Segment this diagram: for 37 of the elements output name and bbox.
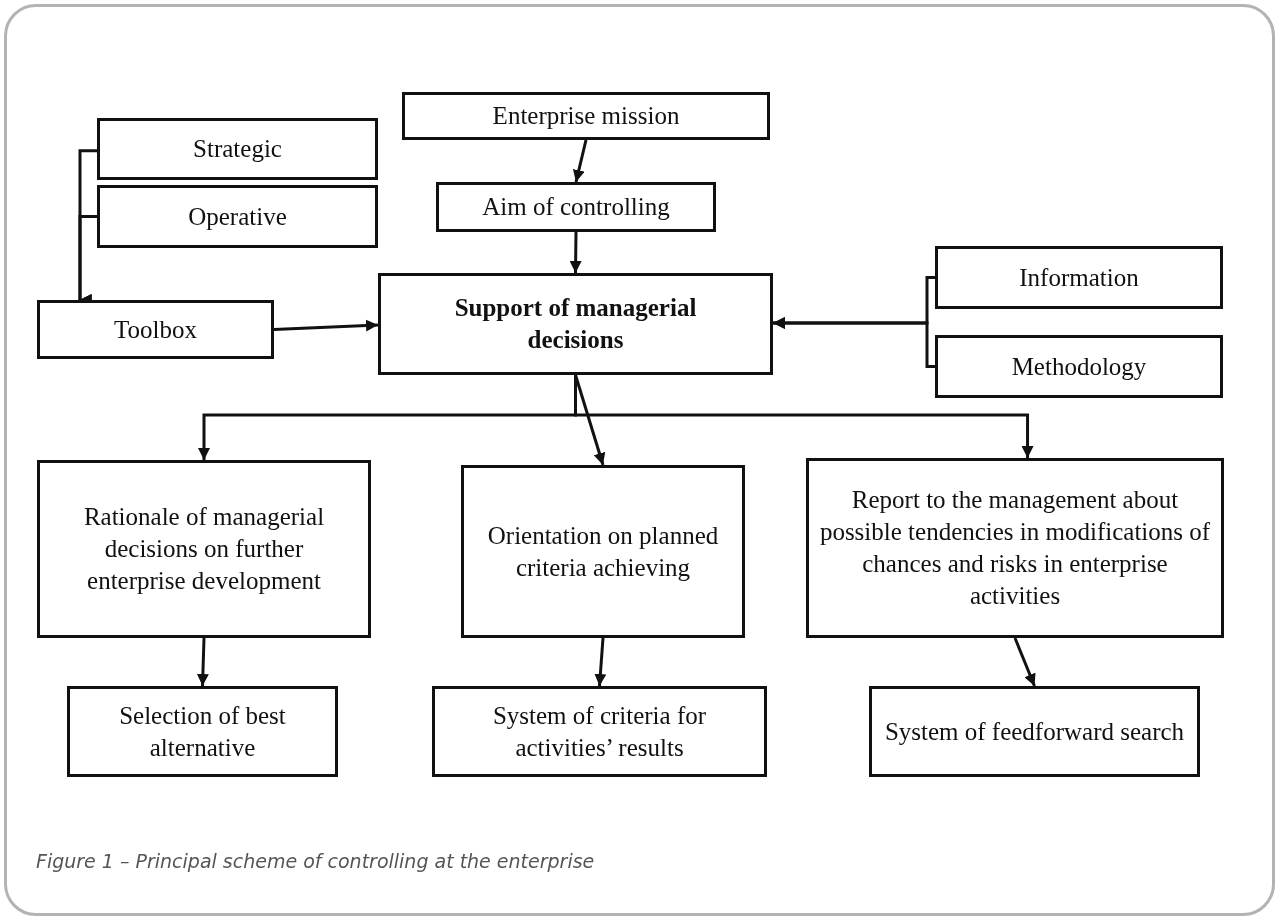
process-box [461,465,745,638]
box-label: Operative [188,201,287,232]
process-box [97,185,378,248]
process-box [97,118,378,180]
arrow [196,637,209,687]
arrow [569,231,582,274]
process-box [869,686,1200,777]
box-label: Selection of best alternative [118,700,287,763]
arrow [273,319,379,332]
process-box [402,92,770,140]
arrow [594,637,607,687]
process-box [67,686,338,777]
process-box [436,182,716,232]
figure-caption: Figure 1 – Principal scheme of controlling at the enterprise [36,850,595,872]
box-label: Strategic [193,134,282,164]
process-box [935,335,1223,398]
process-box [806,458,1224,638]
arrow [1013,637,1036,687]
box-label: Aim of controlling [482,192,670,222]
box-label: Toolbox [114,314,197,345]
process-box [935,246,1223,309]
box-label: Enterprise mission [492,101,680,131]
arrow [572,139,588,183]
box-label: Information [1019,262,1139,293]
box-label: Support of managerial decisions [453,293,698,355]
process-box [37,460,371,638]
box-label: Report to the management about possible tendencies in modifications of chances and risks in enterprise activities [818,485,1212,611]
process-box [37,300,274,359]
box-label: Methodology [1011,351,1147,382]
box-label: System of feedforward search [884,716,1185,747]
arrow [574,374,606,466]
process-box [432,686,767,777]
box-label: Rationale of managerial decisions on further enterprise development [82,502,326,596]
box-label: Orientation on planned criteria achieving [486,520,720,583]
process-box [378,273,773,375]
box-label: System of criteria for activities’ results [491,700,708,763]
arrow [773,317,935,368]
